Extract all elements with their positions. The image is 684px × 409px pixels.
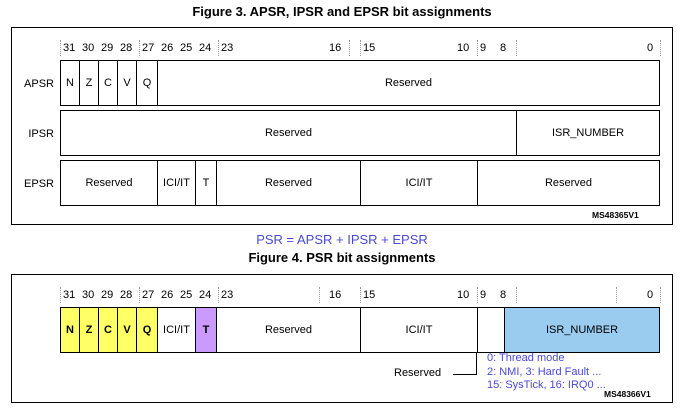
psr-cell-v: V [118, 308, 137, 352]
register-label-ipsr: IPSR [28, 128, 54, 140]
ruler-tick [139, 287, 140, 303]
isr-note-line-1: 0: Thread mode [487, 352, 565, 364]
psr-cell-q: Q [137, 308, 158, 352]
epsr-cell-ici-it-2: ICI/IT [361, 161, 478, 205]
bit-label-30: 30 [82, 42, 95, 54]
ruler-tick [139, 40, 140, 56]
ruler-tick [477, 287, 478, 303]
ruler-tick [218, 287, 219, 303]
register-label-apsr: APSR [24, 78, 54, 90]
psr-cell-reserved-bit9 [478, 308, 505, 352]
ruler-tick [60, 287, 61, 303]
bit-label-25: 25 [180, 289, 193, 301]
bit-label-24: 24 [199, 42, 212, 54]
figure3-watermark: MS48365V1 [592, 210, 639, 220]
epsr-cell-reserved-3: Reserved [478, 161, 659, 205]
bit-label-26: 26 [161, 289, 174, 301]
psr-cell-n: N [61, 308, 80, 352]
bit-label-28: 28 [120, 289, 133, 301]
apsr-cell-v: V [118, 61, 137, 105]
epsr-cell-ici-it-1: ICI/IT [158, 161, 196, 205]
reserved-callout-label: Reserved [394, 367, 442, 379]
bit-label-24: 24 [199, 289, 212, 301]
epsr-cell-reserved-2: Reserved [217, 161, 361, 205]
bit-label-10: 10 [457, 289, 470, 301]
psr-bit-row: N Z C V Q ICI/IT T Reserved ICI/IT ISR_N… [60, 307, 660, 353]
bit-label-10: 10 [457, 42, 470, 54]
bit-label-28: 28 [120, 42, 133, 54]
ruler-tick [218, 40, 219, 56]
psr-cell-ici-it-1: ICI/IT [158, 308, 196, 352]
epsr-bit-row: Reserved ICI/IT T Reserved ICI/IT Reserv… [60, 160, 660, 206]
apsr-cell-c: C [99, 61, 118, 105]
apsr-cell-z: Z [80, 61, 99, 105]
bit-label-0: 0 [647, 289, 654, 301]
bit-label-16: 16 [329, 42, 342, 54]
bit-label-29: 29 [101, 289, 114, 301]
ruler-tick [660, 40, 661, 56]
bit-label-23: 23 [221, 289, 234, 301]
bit-label-8: 8 [500, 42, 507, 54]
figure4-watermark: MS48366V1 [604, 389, 651, 399]
psr-cell-ici-it-2: ICI/IT [361, 308, 478, 352]
bit-label-26: 26 [161, 42, 174, 54]
bit-label-23: 23 [221, 42, 234, 54]
bit-label-15: 15 [363, 42, 376, 54]
apsr-cell-q: Q [137, 61, 158, 105]
register-label-epsr: EPSR [24, 178, 54, 190]
bit-label-31: 31 [63, 42, 76, 54]
apsr-cell-reserved: Reserved [158, 61, 659, 105]
bit-label-15: 15 [363, 289, 376, 301]
ruler-tick [360, 40, 361, 56]
ipsr-cell-isr-number: ISR_NUMBER [517, 111, 659, 155]
psr-cell-z: Z [80, 308, 99, 352]
bit-label-31: 31 [63, 289, 76, 301]
ruler-tick [477, 40, 478, 56]
bit-label-9: 9 [480, 42, 487, 54]
bit-label-8: 8 [500, 289, 507, 301]
ruler-tick [60, 40, 61, 56]
epsr-cell-t: T [196, 161, 217, 205]
ruler-tick [349, 40, 350, 56]
ruler-tick [319, 287, 320, 303]
psr-cell-t: T [196, 308, 217, 352]
ruler-tick [616, 287, 617, 303]
bit-label-16: 16 [329, 289, 342, 301]
epsr-cell-reserved-1: Reserved [61, 161, 158, 205]
isr-number-notes: 0: Thread mode 2: NMI, 3: Hard Fault ...… [487, 352, 606, 393]
ruler-tick [516, 40, 517, 56]
bit-label-0: 0 [647, 42, 654, 54]
figure4-bit-ruler: 31 30 29 28 27 26 25 24 23 16 15 10 9 8 … [60, 287, 661, 303]
apsr-cell-n: N [61, 61, 80, 105]
callout-leader-horizontal [453, 374, 477, 375]
ipsr-bit-row: Reserved ISR_NUMBER [60, 110, 660, 156]
bit-label-27: 27 [142, 42, 155, 54]
ipsr-cell-reserved: Reserved [61, 111, 517, 155]
isr-note-line-2: 2: NMI, 3: Hard Fault ... [487, 365, 602, 378]
psr-equation: PSR = APSR + IPSR + EPSR [256, 232, 428, 247]
psr-cell-reserved: Reserved [217, 308, 361, 352]
ruler-tick [516, 287, 517, 303]
bit-label-27: 27 [142, 289, 155, 301]
figure4-title: Figure 4. PSR bit assignments [248, 250, 436, 265]
bit-label-29: 29 [101, 42, 114, 54]
psr-cell-isr-number: ISR_NUMBER [505, 308, 659, 352]
psr-cell-c: C [99, 308, 118, 352]
figure3-title: Figure 3. APSR, IPSR and EPSR bit assign… [192, 4, 492, 19]
ruler-tick [660, 287, 661, 303]
ruler-tick [360, 287, 361, 303]
bit-label-30: 30 [82, 289, 95, 301]
figure3-bit-ruler: 31 30 29 28 27 26 25 24 23 16 15 10 9 8 … [60, 40, 661, 56]
callout-leader-vertical [476, 353, 477, 374]
isr-note-line-3: 15: SysTick, 16: IRQ0 ... [487, 379, 606, 391]
figure4-panel: 31 30 29 28 27 26 25 24 23 16 15 10 9 8 … [11, 274, 673, 403]
apsr-bit-row: N Z C V Q Reserved [60, 60, 660, 106]
bit-label-25: 25 [180, 42, 193, 54]
bit-label-9: 9 [480, 289, 487, 301]
figure3-panel: 31 30 29 28 27 26 25 24 23 16 15 10 9 8 … [11, 27, 673, 225]
